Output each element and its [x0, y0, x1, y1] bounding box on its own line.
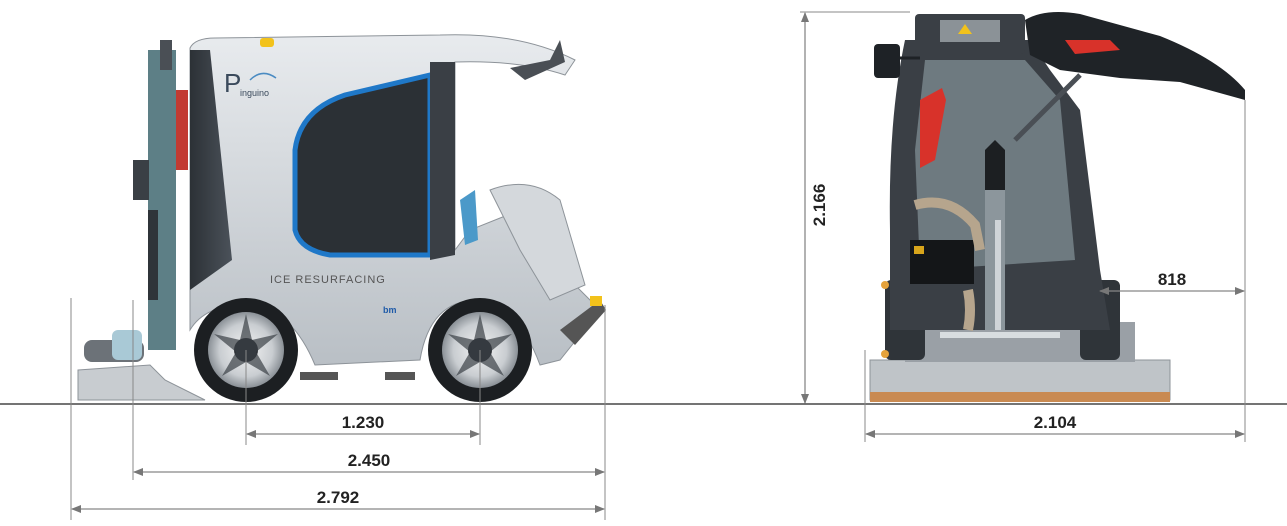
mirror: [874, 44, 900, 78]
rear-mast: [148, 50, 176, 350]
dimension-lines: [70, 11, 1246, 520]
body-length-label: 2.450: [348, 451, 391, 470]
overhang-label: 818: [1158, 270, 1186, 289]
width-label: 2.104: [1034, 413, 1077, 432]
side-decal-text: ICE RESURFACING: [270, 274, 386, 286]
open-hood: [1025, 12, 1245, 100]
side-view-machine: P inguino ICE RESURFACING bm: [77, 34, 606, 402]
beacon-light: [260, 38, 274, 47]
logo-word: inguino: [240, 88, 269, 98]
dimension-arrows: [71, 11, 1245, 513]
rear-conditioner: [77, 364, 206, 401]
badge-text: bm: [383, 305, 397, 315]
total-length-label: 2.792: [317, 488, 360, 507]
front-view-machine: [869, 12, 1245, 402]
wheelbase-label: 1.230: [342, 413, 385, 432]
height-label: 2.166: [810, 184, 829, 227]
logo-initial: P: [224, 68, 241, 98]
